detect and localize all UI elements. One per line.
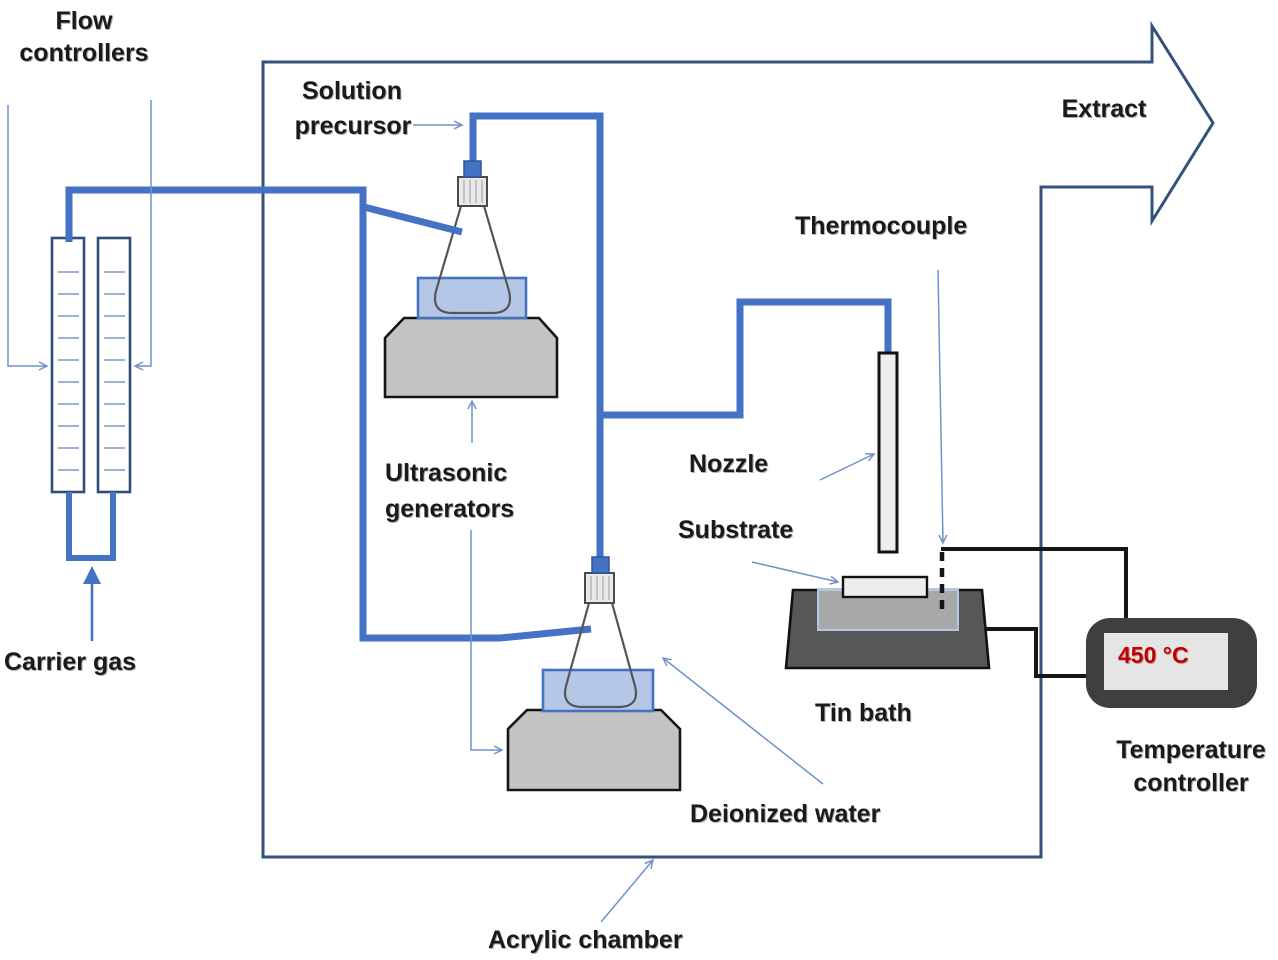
acrylic-chamber-pointer bbox=[600, 860, 653, 923]
tin-bath-label: Tin bath bbox=[815, 699, 912, 727]
deionized-water-flask bbox=[563, 556, 638, 709]
temperature-controller-display bbox=[1104, 633, 1228, 690]
solution-precursor-label-line2: precursor bbox=[295, 112, 412, 140]
thermocouple-label: Thermocouple bbox=[795, 212, 967, 240]
tin-bath-assembly bbox=[784, 552, 991, 670]
deionized-flask-stopper bbox=[591, 556, 610, 574]
substrate-plate bbox=[841, 575, 929, 599]
precursor-flask-stopper bbox=[463, 160, 482, 178]
temperature-readout: 450 °C bbox=[1118, 642, 1189, 668]
carrier-gas-main-pipe bbox=[65, 186, 592, 642]
tin-bath-heater-wire bbox=[986, 627, 1091, 678]
carrier-to-flask1-pipe bbox=[363, 203, 463, 236]
nozzle-label: Nozzle bbox=[689, 450, 768, 478]
flask1-outlet-pipe bbox=[469, 112, 604, 560]
nozzle-tube bbox=[877, 351, 899, 554]
temperature-controller-label-line1: Temperature bbox=[1116, 736, 1266, 764]
precursor-flask-neck-hatch bbox=[463, 180, 483, 203]
flow-controllers-pointer-left bbox=[7, 105, 47, 366]
flow-controllers bbox=[50, 236, 132, 494]
ultrasonic-pointer-down bbox=[470, 530, 502, 750]
flow-controllers-label-line1: Flow bbox=[56, 7, 113, 35]
temperature-controller-label-line2: controller bbox=[1133, 769, 1249, 797]
ultrasonic-generators-label-line2: generators bbox=[385, 495, 514, 523]
flow-tube-left-scale bbox=[58, 271, 79, 471]
carrier-gas-label: Carrier gas bbox=[4, 648, 136, 676]
thermocouple-pointer bbox=[937, 269, 943, 543]
flow-tube-right-scale bbox=[104, 271, 125, 471]
carrier-gas-u-pipe bbox=[66, 492, 116, 561]
solution-precursor-label-line1: Solution bbox=[302, 77, 402, 105]
deionized-flask-neck bbox=[584, 572, 615, 604]
thermocouple-wire bbox=[941, 547, 1128, 620]
substrate-label: Substrate bbox=[678, 516, 793, 544]
nozzle-pointer bbox=[819, 454, 874, 481]
ultrasonic-generator-1 bbox=[383, 316, 559, 399]
flow-tube-left bbox=[50, 236, 86, 494]
precursor-flask bbox=[433, 160, 512, 315]
ultrasonic-generators-label-line1: Ultrasonic bbox=[385, 459, 507, 487]
deionized-flask-neck-hatch bbox=[590, 576, 610, 600]
temperature-controller: 450 °C bbox=[1086, 618, 1257, 708]
water-bath-2 bbox=[541, 668, 655, 713]
deionized-water-pointer bbox=[663, 658, 824, 785]
deionized-flask-body bbox=[563, 602, 638, 709]
flow-controllers-label-line2: controllers bbox=[19, 39, 148, 67]
extract-label: Extract bbox=[1062, 95, 1147, 123]
flow-controllers-pointer-right bbox=[135, 100, 152, 366]
carrier-gas-arrow-head bbox=[83, 566, 101, 584]
acrylic-chamber-and-extract-outline bbox=[261, 20, 1215, 859]
precursor-flask-body bbox=[433, 205, 512, 315]
flow-tube-right bbox=[96, 236, 132, 494]
acrylic-chamber-label: Acrylic chamber bbox=[488, 926, 683, 954]
nozzle-feed-pipe bbox=[600, 298, 892, 419]
ultrasonic-generator-2 bbox=[506, 708, 682, 792]
substrate-pointer bbox=[751, 561, 838, 582]
deionized-water-label: Deionized water bbox=[690, 800, 881, 828]
precursor-flask-neck bbox=[457, 176, 488, 207]
